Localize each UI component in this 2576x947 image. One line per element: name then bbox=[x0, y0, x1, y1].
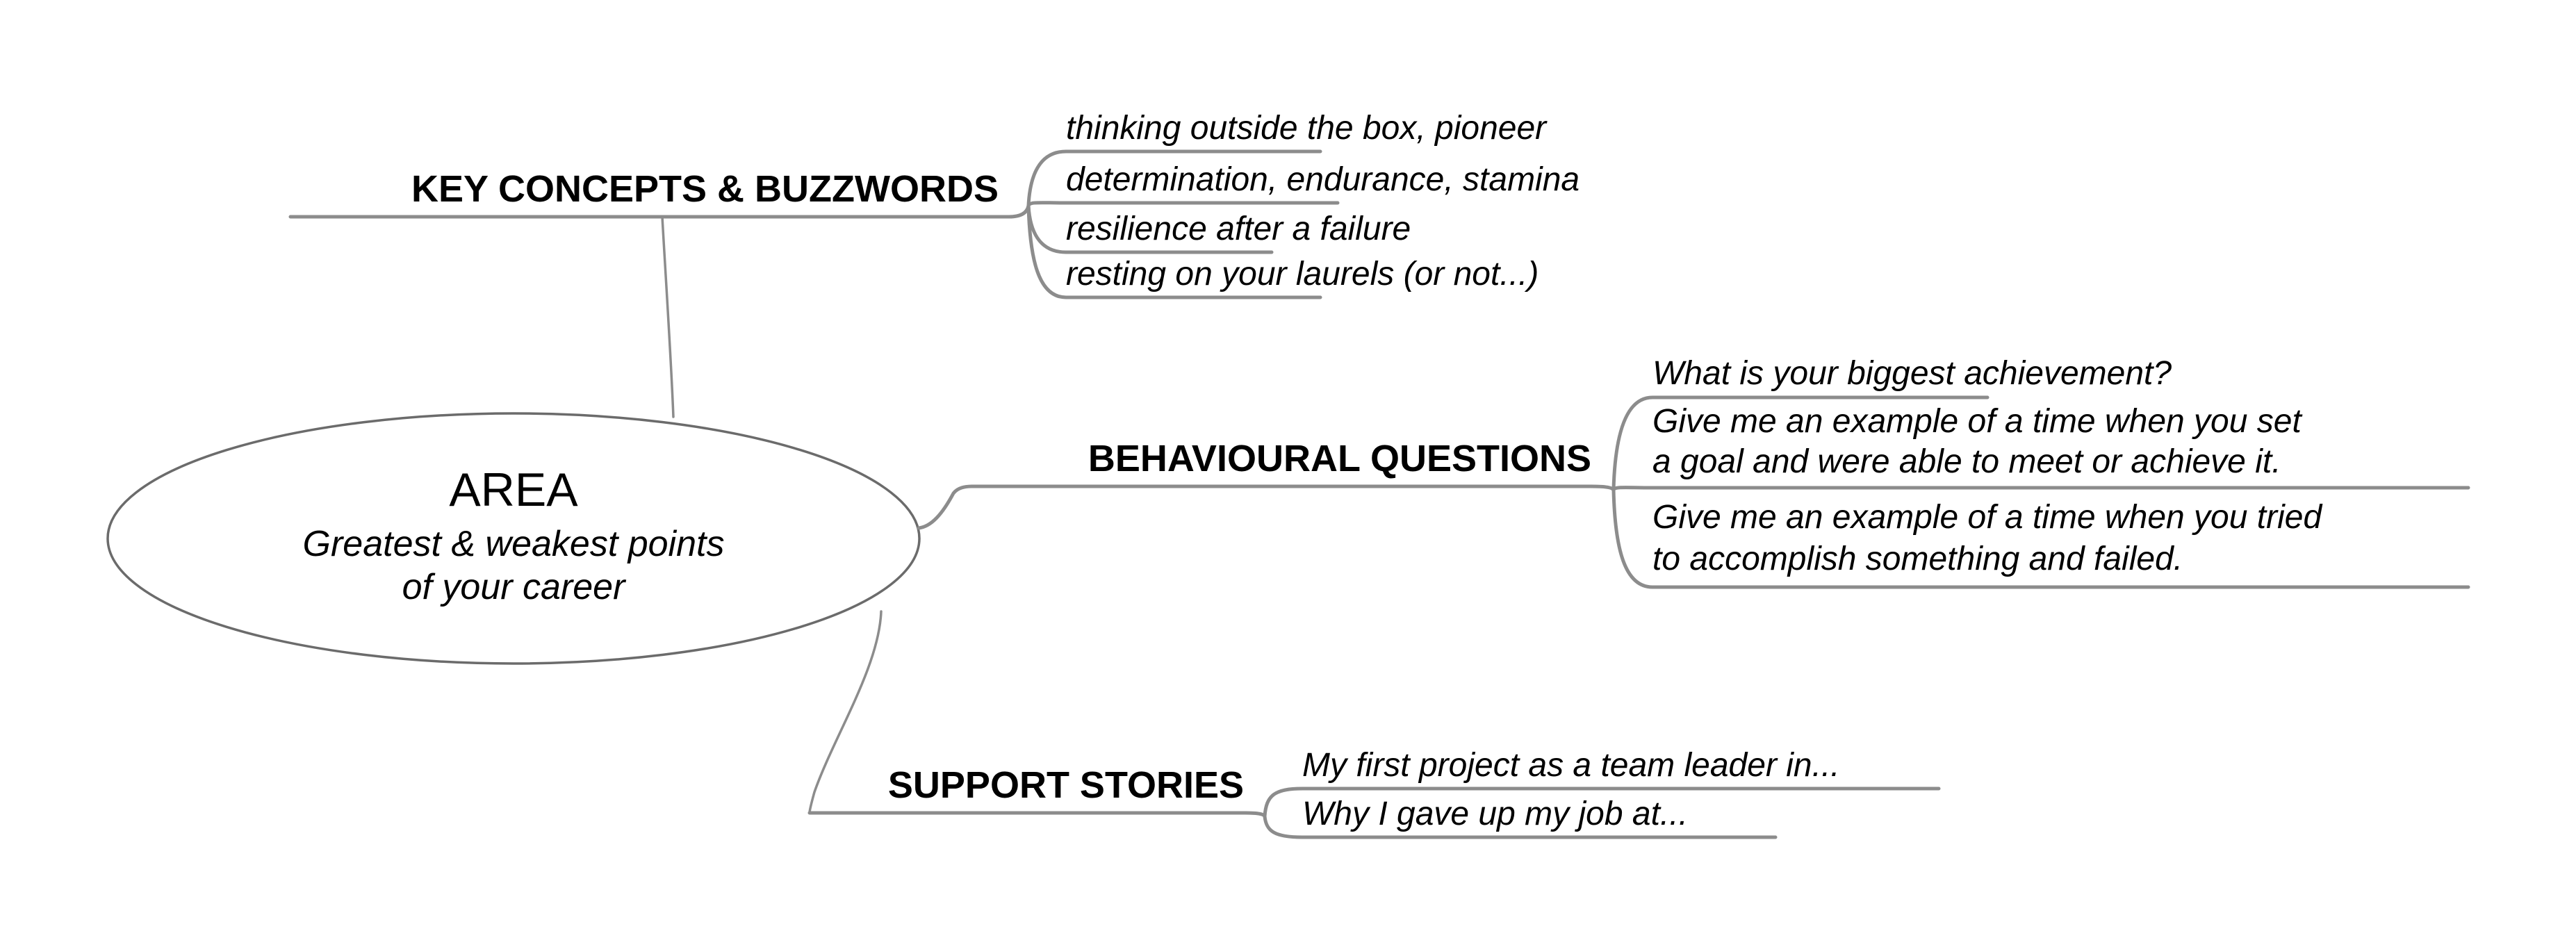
leaf-underline-key-concepts-1 bbox=[1026, 149, 1322, 208]
branch-label-support-stories: SUPPORT STORIES bbox=[888, 764, 1244, 806]
root-node-subtitle-line1: Greatest & weakest points bbox=[303, 524, 725, 564]
leaf-text-support-2: Why I gave up my job at... bbox=[1302, 796, 1688, 832]
leaf-text-behavioural-1: What is your biggest achievement? bbox=[1652, 355, 2172, 392]
root-node-subtitle-line2: of your career bbox=[402, 567, 627, 607]
leaf-text-key-concepts-1: thinking outside the box, pioneer bbox=[1066, 110, 1548, 147]
leaf-underline-behavioural-1 bbox=[1611, 395, 1990, 492]
branch-connector-support-stories bbox=[808, 610, 883, 814]
leaf-behavioural-1[interactable]: What is your biggest achievement? bbox=[1611, 355, 2172, 492]
leaf-key-concepts-1[interactable]: thinking outside the box, pioneer bbox=[1026, 110, 1548, 208]
leaf-support-1[interactable]: My first project as a team leader in... bbox=[1263, 747, 1941, 818]
root-node[interactable]: AREA Greatest & weakest points of your c… bbox=[106, 412, 921, 665]
leaf-key-concepts-3[interactable]: resilience after a failure bbox=[1026, 204, 1411, 254]
leaf-text-behavioural-3-line2: to accomplish something and failed. bbox=[1652, 541, 2183, 577]
leaf-key-concepts-2[interactable]: determination, endurance, stamina bbox=[1026, 161, 1580, 208]
leaf-key-concepts-4[interactable]: resting on your laurels (or not...) bbox=[1026, 204, 1539, 299]
leaf-text-behavioural-2-line2: a goal and were able to meet or achieve … bbox=[1652, 443, 2281, 480]
leaf-text-behavioural-3-line1: Give me an example of a time when you tr… bbox=[1652, 499, 2322, 536]
root-node-ellipse bbox=[106, 412, 921, 665]
branch-support-stories[interactable]: SUPPORT STORIES My first project as a te… bbox=[807, 610, 1941, 839]
leaf-text-key-concepts-4: resting on your laurels (or not...) bbox=[1066, 256, 1539, 293]
leaf-underline-support-2 bbox=[1263, 814, 1778, 839]
leaf-underline-key-concepts-4 bbox=[1026, 204, 1322, 299]
branch-connector-behavioural-questions bbox=[917, 484, 1616, 530]
root-node-title: AREA bbox=[449, 463, 578, 516]
leaf-underline-support-1 bbox=[1263, 787, 1941, 818]
leaf-behavioural-2[interactable]: Give me an example of a time when you se… bbox=[1611, 403, 2470, 492]
leaf-behavioural-3[interactable]: Give me an example of a time when you tr… bbox=[1611, 488, 2470, 589]
branch-key-concepts[interactable]: KEY CONCEPTS & BUZZWORDS thinking outsid… bbox=[288, 110, 1580, 418]
leaf-text-support-1: My first project as a team leader in... bbox=[1302, 747, 1840, 784]
leaf-underline-behavioural-2 bbox=[1611, 486, 2470, 492]
leaf-support-2[interactable]: Why I gave up my job at... bbox=[1263, 796, 1778, 839]
branch-label-behavioural-questions: BEHAVIOURAL QUESTIONS bbox=[1088, 438, 1591, 479]
leaf-text-behavioural-2-line1: Give me an example of a time when you se… bbox=[1652, 403, 2302, 440]
leaf-underline-behavioural-3 bbox=[1611, 488, 2470, 589]
branch-behavioural-questions[interactable]: BEHAVIOURAL QUESTIONS What is your bigge… bbox=[917, 355, 2470, 589]
leaf-text-key-concepts-2: determination, endurance, stamina bbox=[1066, 161, 1580, 198]
branch-connector-key-concepts bbox=[661, 215, 675, 418]
leaf-text-key-concepts-3: resilience after a failure bbox=[1066, 211, 1411, 247]
leaf-underline-key-concepts-2 bbox=[1026, 201, 1340, 208]
branch-underline-support-stories bbox=[807, 811, 1267, 818]
branch-label-key-concepts: KEY CONCEPTS & BUZZWORDS bbox=[411, 168, 999, 210]
